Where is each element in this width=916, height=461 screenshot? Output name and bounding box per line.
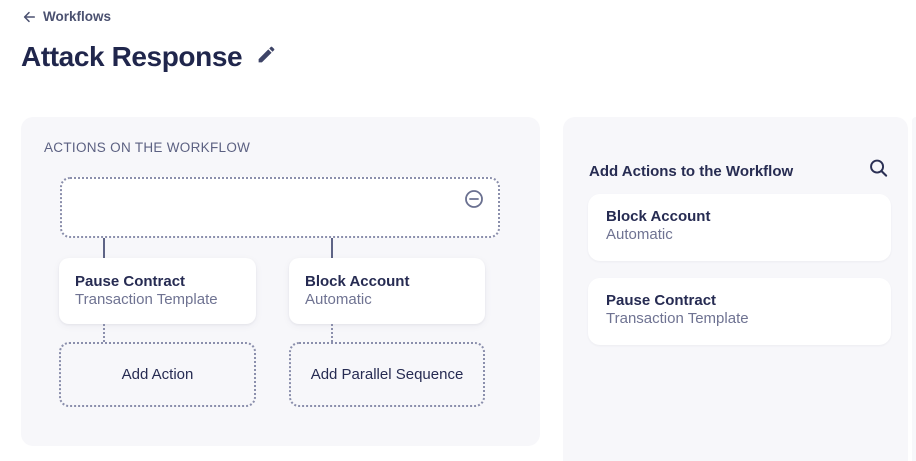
add-action-button[interactable]: Add Action <box>59 342 256 407</box>
workflow-node-pause-contract[interactable]: Pause Contract Transaction Template <box>59 258 256 324</box>
search-actions-button[interactable] <box>868 158 889 184</box>
node-subtitle: Transaction Template <box>75 291 218 308</box>
node-subtitle: Automatic <box>305 291 372 308</box>
library-item-pause-contract[interactable]: Pause Contract Transaction Template <box>588 278 891 345</box>
add-parallel-sequence-label: Add Parallel Sequence <box>310 366 464 383</box>
workflow-panel-heading: ACTIONS ON THE WORKFLOW <box>44 140 251 155</box>
connector-line-dotted <box>103 324 105 342</box>
back-link-label: Workflows <box>43 9 112 24</box>
node-title: Pause Contract <box>75 273 186 290</box>
add-action-label: Add Action <box>121 366 194 383</box>
pencil-icon <box>256 44 277 70</box>
node-title: Block Account <box>305 273 410 290</box>
library-item-title: Pause Contract <box>606 292 717 309</box>
arrow-left-icon <box>22 10 36 24</box>
add-parallel-sequence-button[interactable]: Add Parallel Sequence <box>289 342 485 407</box>
connector-line-dotted <box>331 324 333 342</box>
actions-library-header: Add Actions to the Workflow <box>589 158 889 184</box>
workflow-node-block-account[interactable]: Block Account Automatic <box>289 258 485 324</box>
title-row: Attack Response <box>21 41 277 73</box>
remove-node-button[interactable] <box>464 189 484 209</box>
adjacent-panel-edge <box>912 117 916 461</box>
library-item-title: Block Account <box>606 208 711 225</box>
workflow-root-container[interactable] <box>60 177 500 238</box>
connector-line <box>331 238 333 258</box>
connector-line <box>103 238 105 258</box>
actions-library-heading: Add Actions to the Workflow <box>589 162 794 180</box>
back-to-workflows-link[interactable]: Workflows <box>22 9 111 24</box>
search-icon <box>868 158 889 184</box>
library-item-subtitle: Transaction Template <box>606 310 749 327</box>
page-title: Attack Response <box>21 41 243 72</box>
edit-title-button[interactable] <box>256 44 277 70</box>
library-item-subtitle: Automatic <box>606 226 673 243</box>
library-item-block-account[interactable]: Block Account Automatic <box>588 194 891 261</box>
minus-circle-icon <box>464 190 484 213</box>
